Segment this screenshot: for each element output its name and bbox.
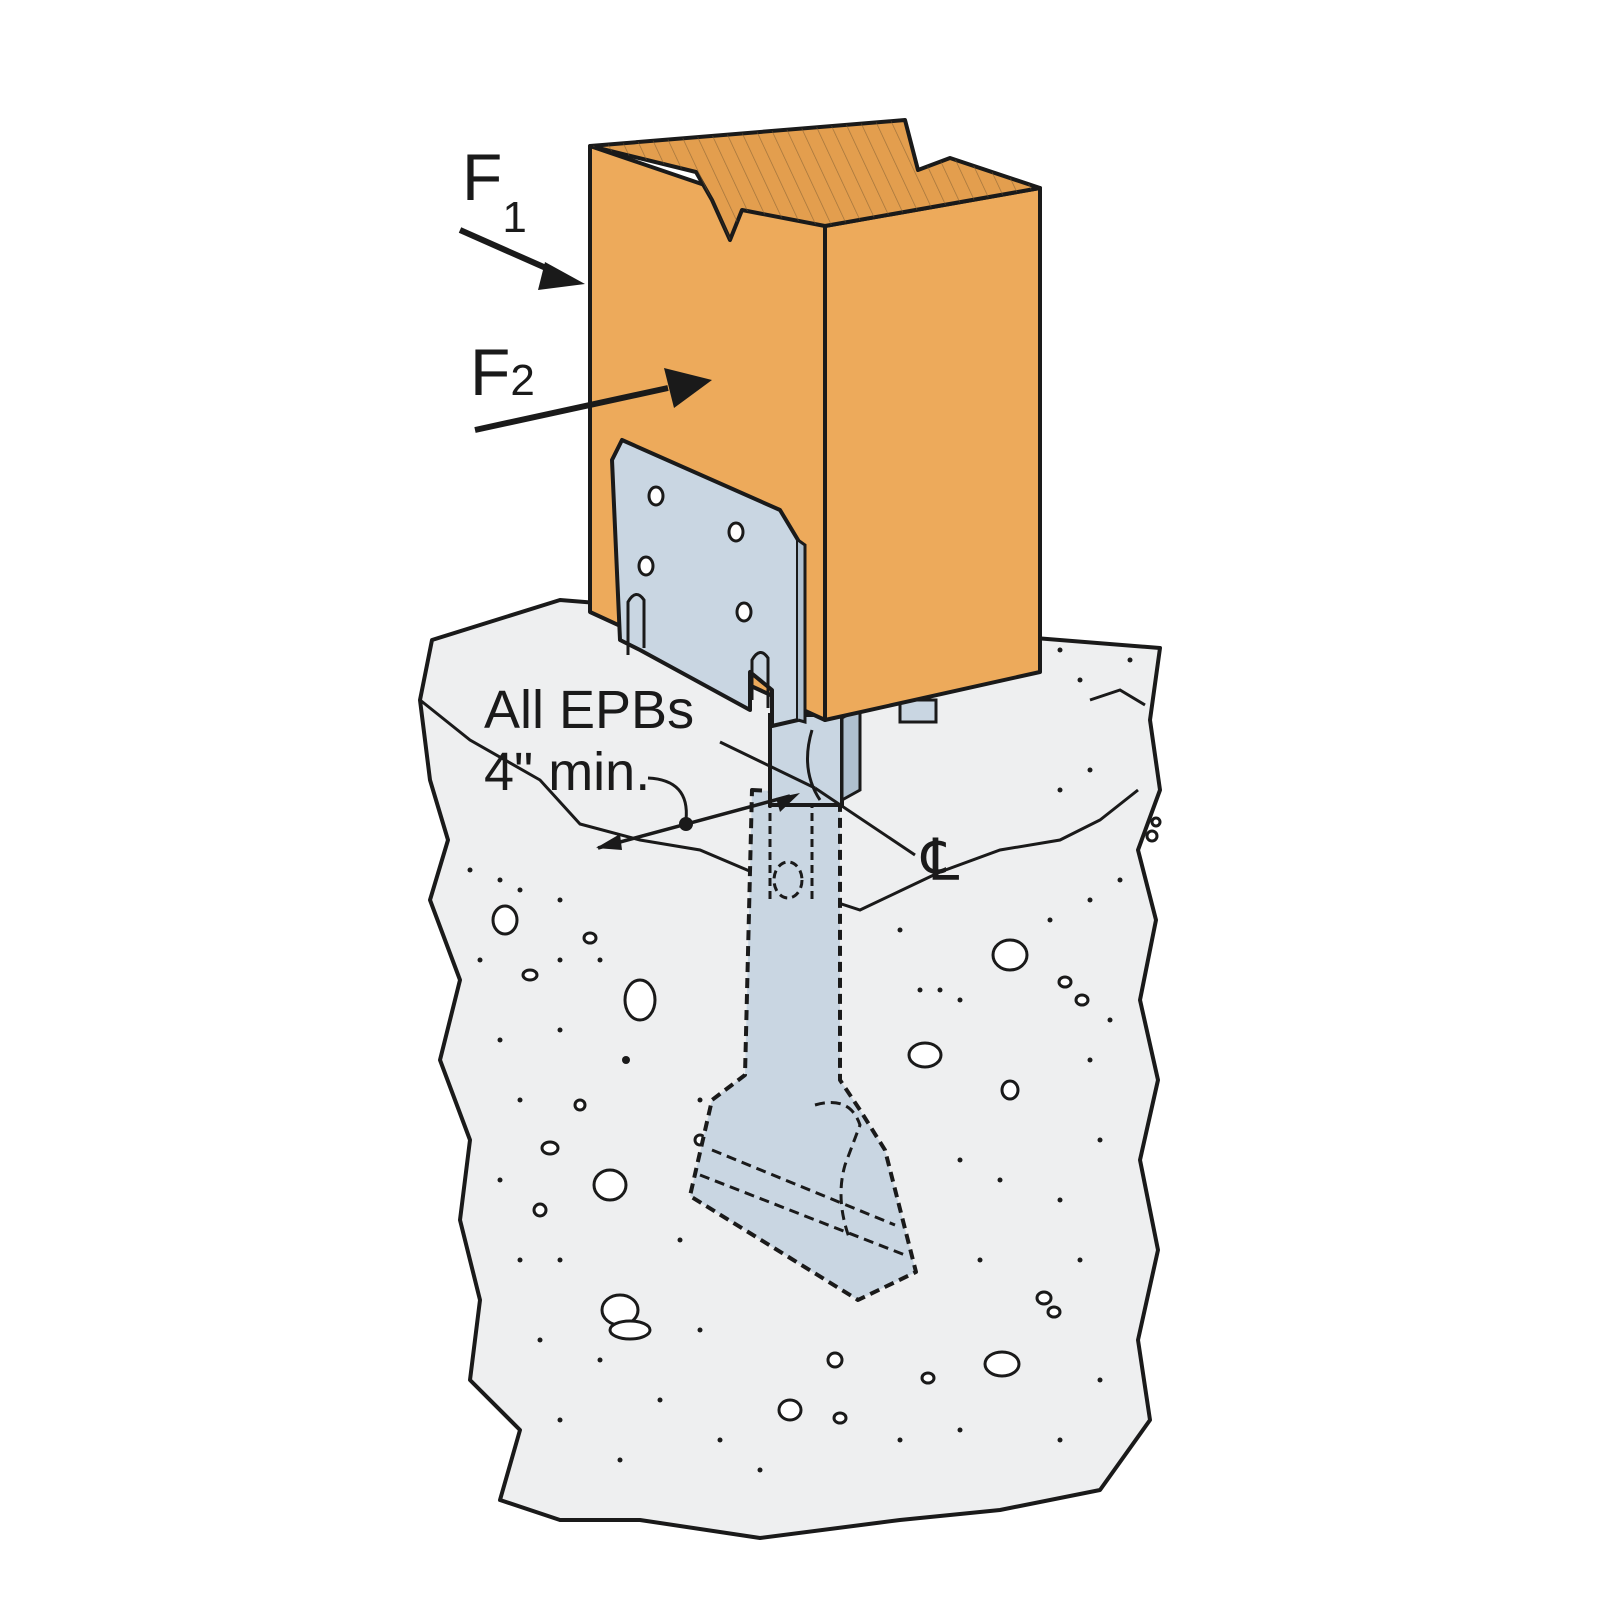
bracket-slot-right [750, 651, 770, 708]
embedment-note-line2: 4" min. [484, 742, 650, 802]
force-arrow-f1 [458, 227, 585, 290]
leader-line [647, 776, 688, 821]
anchor-bend [814, 1101, 862, 1241]
centerline-symbol: ℄ [920, 828, 959, 893]
nail-hole [637, 555, 655, 577]
standoff-section [768, 698, 938, 807]
aggregate-stones [491, 816, 1162, 1425]
force-2-label: F2 [470, 335, 535, 409]
nail-hole [727, 521, 745, 543]
aggregate-dots [467, 647, 1133, 1473]
nail-hole [647, 485, 665, 507]
centerline-leader [719, 740, 916, 857]
anchor-hole [772, 860, 804, 900]
bracket-plate [610, 438, 800, 728]
embedment-dimension [596, 776, 800, 850]
anchor-plate-line-2 [699, 1173, 906, 1257]
post-base-bracket [610, 438, 807, 728]
force-arrow-f2 [474, 368, 712, 433]
embedded-anchor [688, 788, 918, 1302]
bracket-slot-left [626, 593, 646, 655]
anchor-plate-line-1 [711, 1148, 896, 1227]
embedment-note-line1: All EPBs [484, 680, 694, 740]
nail-hole [735, 601, 753, 623]
anchor-shaft [688, 788, 918, 1302]
post-right-face [823, 186, 1042, 722]
force-1-label: F1 [462, 140, 527, 242]
